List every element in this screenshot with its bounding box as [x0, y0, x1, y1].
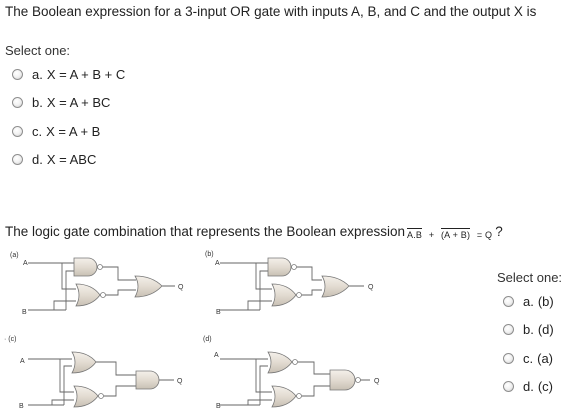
inversion-bubble: [296, 393, 302, 399]
q2-option-c[interactable]: c. (a): [503, 351, 553, 366]
option-text: X = A + BC: [46, 95, 111, 110]
expression-term-2: (A + B): [440, 228, 471, 240]
option-text: X = ABC: [46, 152, 97, 167]
diagram-c: · (c) A B Q: [4, 336, 183, 410]
option-letter: c.: [32, 124, 43, 139]
q2-option-d[interactable]: d. (c): [503, 379, 553, 394]
input-label-b: B: [216, 309, 221, 316]
q2-option-b[interactable]: b. (d): [503, 322, 554, 337]
question-2-prompt: The logic gate combination that represen…: [5, 224, 405, 239]
option-letter: d.: [32, 152, 43, 167]
wire: [220, 358, 272, 406]
question-2-select-label: Select one:: [497, 270, 563, 285]
question-1-select-label: Select one:: [5, 43, 71, 58]
diagram-a: (a) A B Q: [10, 252, 184, 316]
expression-plus: +: [428, 230, 435, 240]
output-label: Q: [374, 378, 380, 385]
input-label-b: B: [216, 403, 221, 410]
q2-option-a[interactable]: a. (b): [503, 294, 554, 309]
diagram-b: (b) A B Q: [205, 251, 374, 316]
output-label: Q: [177, 378, 183, 385]
radio-button[interactable]: [503, 324, 514, 335]
radio-button[interactable]: [503, 353, 514, 364]
logic-gate-diagrams: (a) A B Q (b) A B Q · (c) A B Q: [4, 251, 380, 410]
inversion-bubble: [98, 393, 104, 399]
nand-gate: [267, 257, 292, 277]
wire: [28, 358, 74, 406]
input-label-a: A: [20, 358, 25, 365]
option-letter: a.: [32, 67, 43, 82]
inversion-bubble: [292, 359, 298, 365]
option-text: X = A + B + C: [46, 67, 126, 82]
wire: [220, 262, 272, 311]
inversion-bubble: [296, 292, 302, 298]
wire: [297, 266, 364, 296]
option-text: (b): [537, 294, 554, 309]
input-label-b: B: [19, 403, 24, 410]
q1-option-c[interactable]: c. X = A + B: [12, 124, 100, 139]
inversion-bubble: [97, 264, 103, 270]
nor-gate: [73, 385, 99, 408]
and-gate: [135, 370, 160, 390]
radio-button[interactable]: [12, 126, 23, 137]
wire: [28, 262, 76, 311]
option-letter: a.: [523, 294, 534, 309]
option-text: (d): [537, 322, 554, 337]
radio-button[interactable]: [503, 296, 514, 307]
nand-gate: [73, 257, 98, 277]
figure-label: (a): [10, 252, 19, 259]
option-text: X = A + B: [46, 124, 101, 139]
output-label: Q: [368, 284, 374, 291]
option-letter: d.: [523, 379, 534, 394]
or-gate: [134, 275, 163, 298]
q1-option-d[interactable]: d. X = ABC: [12, 152, 96, 167]
expression-term-1: A.B: [407, 228, 423, 240]
input-label-b: B: [22, 309, 27, 316]
nand-gate: [329, 369, 356, 391]
radio-button[interactable]: [503, 381, 514, 392]
q1-option-a[interactable]: a. X = A + B + C: [12, 67, 125, 82]
diagram-d: (d) A B Q: [203, 336, 380, 410]
inversion-bubble: [355, 377, 361, 383]
option-letter: b.: [32, 95, 43, 110]
figure-label: (d): [203, 336, 212, 343]
wire: [103, 266, 175, 296]
figure-label: · (c): [4, 336, 16, 343]
option-text: (c): [537, 379, 554, 394]
nor-gate: [271, 385, 297, 408]
nor-gate: [267, 351, 293, 374]
question-mark: ?: [495, 224, 503, 239]
option-text: (a): [537, 351, 554, 366]
radio-button[interactable]: [12, 69, 23, 80]
question-1-text: The Boolean expression for a 3-input OR …: [5, 4, 537, 19]
q1-option-b[interactable]: b. X = A + BC: [12, 95, 110, 110]
option-letter: c.: [523, 351, 534, 366]
nor-gate: [75, 283, 101, 307]
inversion-bubble: [100, 292, 106, 298]
nor-gate: [271, 283, 297, 307]
expression-equals: = Q: [476, 230, 493, 240]
input-label-a: A: [214, 352, 219, 359]
option-letter: b.: [523, 322, 534, 337]
inversion-bubble: [291, 264, 297, 270]
radio-button[interactable]: [12, 97, 23, 108]
input-label-a: A: [215, 260, 220, 267]
output-label: Q: [178, 284, 184, 291]
question-2-text: The logic gate combination that represen…: [5, 224, 503, 240]
radio-button[interactable]: [12, 154, 23, 165]
figure-label: (b): [205, 251, 214, 258]
or-gate: [71, 351, 97, 374]
input-label-a: A: [23, 260, 28, 267]
boolean-expression: A.B + (A + B) = Q: [407, 228, 492, 240]
or-gate: [321, 275, 350, 298]
wire: [96, 361, 174, 397]
